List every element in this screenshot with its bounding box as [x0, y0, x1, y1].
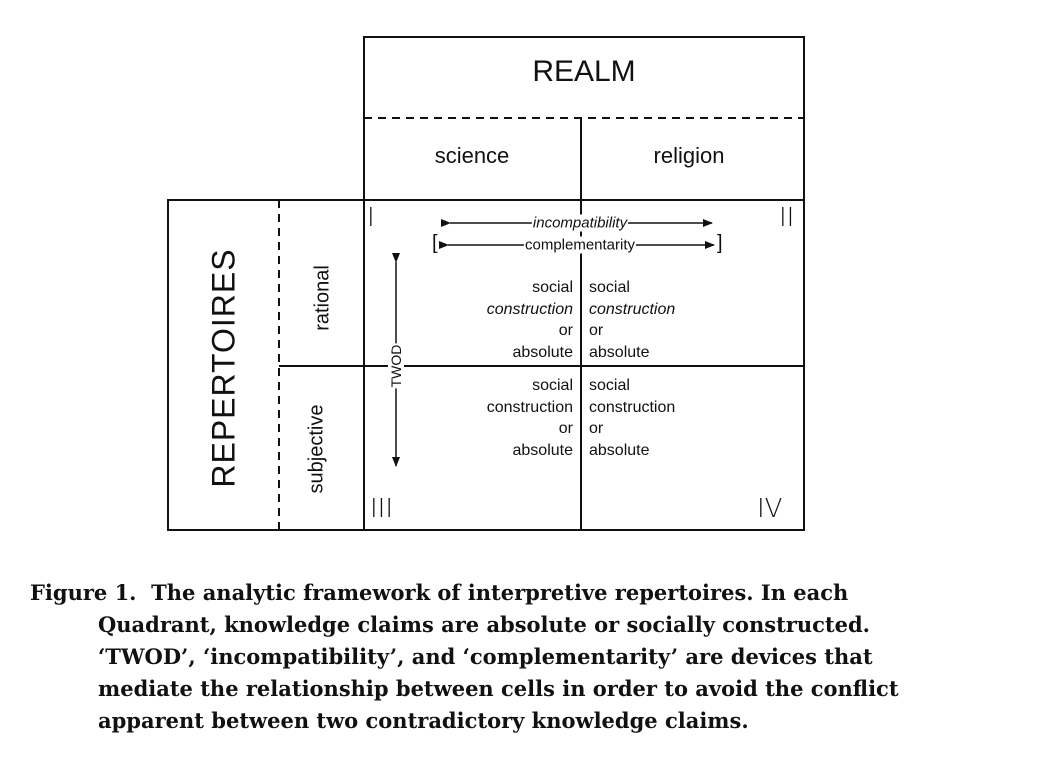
quadrant-iv-text: social construction or absolute — [589, 375, 675, 461]
quadrant-label-iv: IV — [757, 494, 783, 524]
cell-word: construction — [589, 300, 676, 318]
twod-label: TWOD — [388, 343, 404, 389]
cell-word: absolute — [512, 441, 574, 459]
quadrant-iii-text: social construction or absolute — [487, 375, 573, 461]
analytic-framework-diagram: REALM science religion REPERTOIRES ratio… — [167, 36, 805, 531]
cell-word: social — [589, 279, 630, 296]
cell-word: construction — [486, 398, 573, 416]
cell-word: absolute — [512, 343, 574, 361]
cell-word: construction — [589, 398, 676, 416]
column-header-science: science — [434, 143, 510, 168]
close-bracket: ] — [717, 232, 723, 254]
diagram-lines — [167, 36, 805, 531]
cell-word: or — [558, 420, 573, 437]
caption-line: mediate the relationship between cells i… — [98, 676, 899, 701]
cell-word: social — [532, 279, 573, 296]
cell-word: social — [589, 377, 630, 394]
repertoires-title: REPERTOIRES — [205, 248, 242, 488]
caption-label: Figure 1. — [30, 580, 137, 605]
cell-word: or — [558, 322, 573, 339]
caption-line: Figure 1. The analytic framework of inte… — [30, 577, 1025, 609]
quadrant-label-i: I — [367, 203, 375, 233]
cell-word: or — [589, 420, 604, 437]
cell-word: absolute — [589, 343, 650, 361]
quadrant-label-iii: III — [370, 494, 394, 524]
caption-line: apparent between two contradictory knowl… — [98, 708, 749, 733]
cell-word: absolute — [589, 441, 650, 459]
realm-box — [363, 36, 805, 531]
cell-word: social — [532, 377, 573, 394]
caption-line: Quadrant, knowledge claims are absolute … — [98, 612, 870, 637]
quadrant-ii-text: social construction or absolute — [589, 277, 675, 363]
incompatibility-label: incompatibility — [531, 214, 629, 232]
row-label-rational: rational — [311, 265, 334, 331]
complementarity-label: complementarity — [523, 236, 637, 254]
quadrant-label-ii: II — [779, 203, 795, 233]
figure-caption: Figure 1. The analytic framework of inte… — [30, 577, 1025, 737]
caption-text: The analytic framework of interpretive r… — [151, 580, 849, 605]
cell-word: or — [589, 322, 604, 339]
column-header-religion: religion — [653, 143, 725, 168]
quadrant-i-text: social construction or absolute — [487, 277, 573, 363]
open-bracket: [ — [432, 232, 438, 254]
cell-word: construction — [486, 300, 573, 318]
realm-title: REALM — [532, 55, 636, 88]
row-label-subjective: subjective — [305, 404, 328, 494]
caption-line: ‘TWOD’, ‘incompatibility’, and ‘compleme… — [98, 644, 873, 669]
